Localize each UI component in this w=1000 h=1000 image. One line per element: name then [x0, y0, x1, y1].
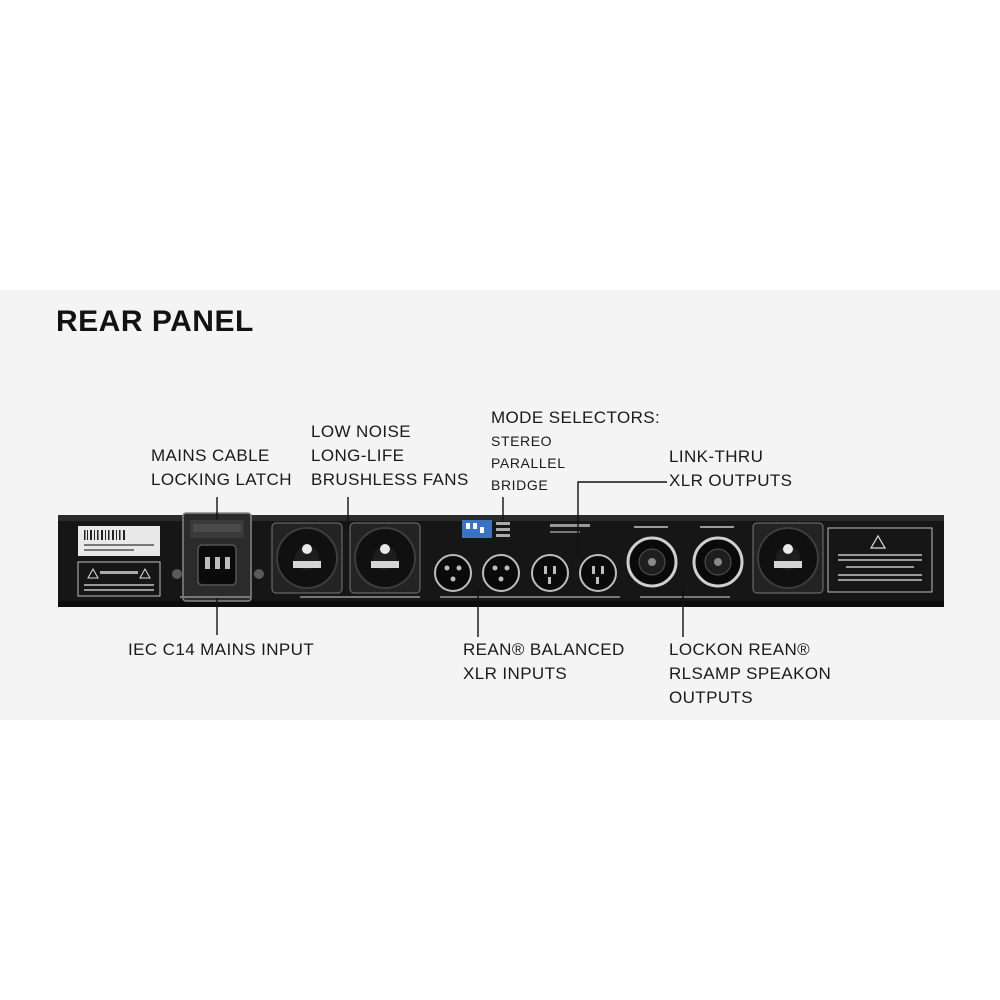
- leader-link-thru: [577, 481, 667, 557]
- callout-iec-input: IEC C14 MAINS INPUT: [128, 638, 314, 662]
- callout-line: LOW NOISE: [311, 422, 411, 441]
- callout-line: LONG-LIFE: [311, 446, 405, 465]
- mode-option: STEREO: [491, 433, 553, 449]
- callout-line: XLR OUTPUTS: [669, 471, 793, 490]
- callout-fans: LOW NOISE LONG-LIFE BRUSHLESS FANS: [311, 420, 469, 492]
- fan-3: [752, 522, 824, 594]
- callout-speakon: LOCKON REAN® RLSAMP SPEAKON OUTPUTS: [669, 638, 831, 710]
- fan-2: [349, 522, 421, 594]
- xlr-input-1: [434, 554, 472, 592]
- xlr-input-2: [482, 554, 520, 592]
- callout-line: IEC C14 MAINS INPUT: [128, 640, 315, 659]
- callout-line: RLSAMP SPEAKON: [669, 664, 832, 683]
- warning-triangle-icon: [87, 567, 99, 579]
- chassis-rail-top: [58, 515, 944, 521]
- callout-line: LOCKON REAN®: [669, 640, 811, 659]
- callout-link-thru: LINK-THRU XLR OUTPUTS: [669, 445, 792, 493]
- callout-line: LINK-THRU: [669, 447, 764, 466]
- background-band: [0, 290, 1000, 720]
- callout-line: XLR INPUTS: [463, 664, 568, 683]
- mode-option: BRIDGE: [491, 477, 549, 493]
- mode-option: PARALLEL: [491, 455, 566, 471]
- page-title: REAR PANEL: [56, 305, 254, 338]
- barcode: [84, 530, 154, 551]
- chassis-rail-bottom: [58, 601, 944, 607]
- callout-line: OUTPUTS: [669, 688, 754, 707]
- callout-xlr-inputs: REAN® BALANCED XLR INPUTS: [463, 638, 625, 686]
- xlr-output-2: [579, 554, 617, 592]
- fan-1: [271, 522, 343, 594]
- callout-line: BRUSHLESS FANS: [311, 470, 469, 489]
- xlr-output-1: [531, 554, 569, 592]
- callout-mode-selectors: MODE SELECTORS: STEREO PARALLEL BRIDGE: [491, 406, 660, 496]
- callout-line: LOCKING LATCH: [151, 470, 292, 489]
- callout-line: MAINS CABLE: [151, 446, 270, 465]
- callout-mains-latch: MAINS CABLE LOCKING LATCH: [151, 444, 292, 492]
- warning-label-right: [827, 527, 933, 593]
- warning-label-left: [77, 561, 161, 597]
- speakon-output-1: [626, 536, 678, 588]
- leader-lines: [216, 481, 684, 637]
- callout-title: MODE SELECTORS:: [491, 408, 661, 427]
- callout-line: REAN® BALANCED: [463, 640, 625, 659]
- speakon-output-2: [692, 536, 744, 588]
